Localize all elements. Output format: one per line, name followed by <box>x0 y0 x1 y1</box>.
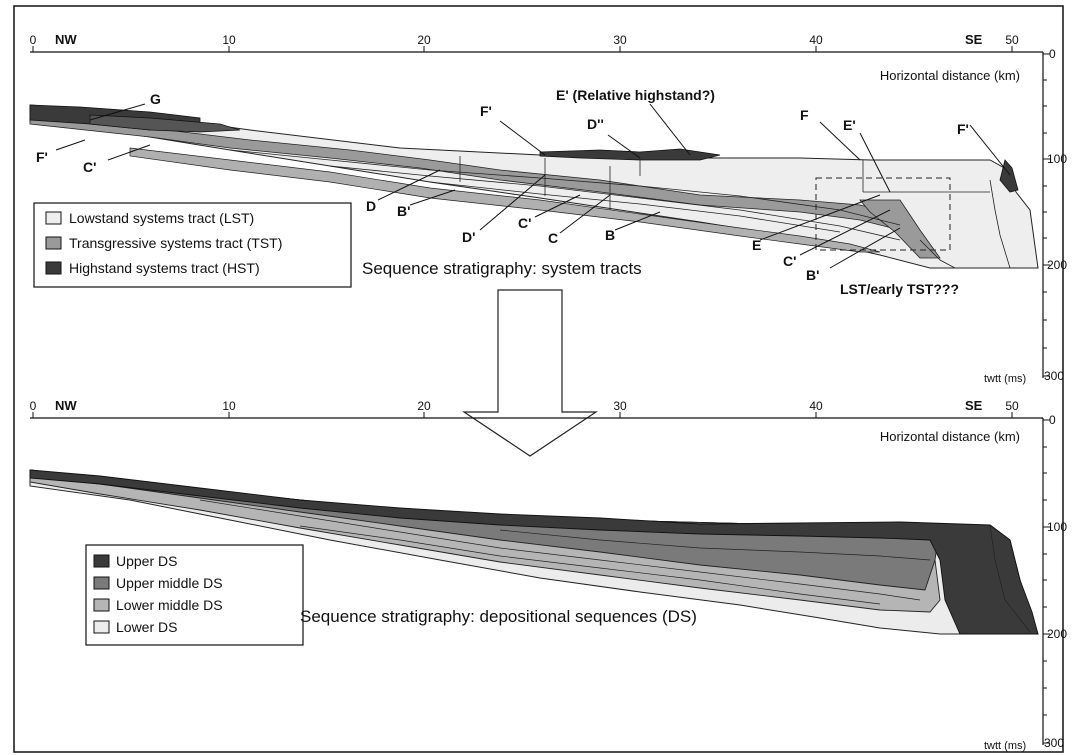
surface-label-c-prime: C' <box>518 215 531 231</box>
hst-band <box>89 114 241 133</box>
top-y-tick-label: 200 <box>1047 258 1067 272</box>
tst-band <box>129 147 881 253</box>
top-y-ticks <box>1043 53 1050 377</box>
surface-label-c-prime: C' <box>83 159 96 175</box>
top-x-tick-label: 40 <box>809 33 823 47</box>
legend-swatch-upper-ds <box>93 554 110 568</box>
legend-swatch-hst <box>45 261 62 275</box>
legend-label-upper-middle-ds: Upper middle DS <box>116 575 223 591</box>
hst-band <box>539 148 721 161</box>
surface-label-e-prime: E' <box>843 117 856 133</box>
legend-swatch-lower-middle-ds <box>93 598 110 612</box>
legend-label-tst: Transgressive systems tract (TST) <box>69 235 282 251</box>
surface-label-f-prime: F' <box>957 121 969 137</box>
top-y-tick-label: 300 <box>1044 369 1064 383</box>
surface-label-e-prime-note: E' (Relative highstand?) <box>556 87 715 103</box>
top-legend: Lowstand systems tract (LST) Transgressi… <box>33 202 352 288</box>
surface-label-c: C <box>548 230 558 246</box>
surface-label-d-prime: D' <box>462 229 475 245</box>
top-panel-title: Sequence stratigraphy: system tracts <box>362 259 642 278</box>
surface-label-lst-note: LST/early TST??? <box>840 281 959 297</box>
surface-label-g: G <box>150 91 161 107</box>
legend-label-lower-ds: Lower DS <box>116 619 177 635</box>
bottom-panel: 0 10 20 30 40 50 NW SE Horizontal distan… <box>29 398 1067 752</box>
top-x-tick-label: 0 <box>30 33 37 47</box>
bottom-y-tick-label: 300 <box>1044 736 1064 750</box>
bottom-x-tick-label: 10 <box>222 399 236 413</box>
top-legend-box <box>33 202 352 288</box>
bottom-cross-section <box>29 469 1039 635</box>
surface-label-f: F <box>800 107 809 123</box>
bottom-panel-title: Sequence stratigraphy: depositional sequ… <box>300 607 697 626</box>
surface-label-d-double-prime: D'' <box>587 116 604 132</box>
top-x-tick-label: 50 <box>1005 33 1019 47</box>
surface-label-b-prime: B' <box>806 267 819 283</box>
bottom-y-axis-title: twtt (ms) <box>984 740 1026 752</box>
top-nw-label: NW <box>55 32 77 47</box>
legend-label-upper-ds: Upper DS <box>116 553 177 569</box>
legend-label-lst: Lowstand systems tract (LST) <box>69 210 254 226</box>
bottom-x-tick-label: 20 <box>417 399 431 413</box>
surface-label-f-prime: F' <box>480 103 492 119</box>
top-leader-lines <box>55 103 1011 269</box>
bottom-x-ticks <box>32 412 1013 418</box>
bottom-y-tick-label: 200 <box>1047 627 1067 641</box>
top-y-tick-label: 0 <box>1049 47 1056 61</box>
legend-swatch-upper-middle-ds <box>93 576 110 590</box>
bottom-y-tick-label: 0 <box>1049 413 1056 427</box>
top-y-tick-label: 100 <box>1047 152 1067 166</box>
top-cross-section <box>29 104 1039 269</box>
bottom-se-label: SE <box>965 398 983 413</box>
surface-label-f-prime: F' <box>36 149 48 165</box>
bottom-nw-label: NW <box>55 398 77 413</box>
top-panel: 0 10 20 30 40 50 NW SE Horizontal distan… <box>29 32 1067 385</box>
bottom-x-tick-label: 40 <box>809 399 823 413</box>
surface-label-b: B <box>605 227 615 243</box>
top-x-tick-label: 30 <box>613 33 627 47</box>
bottom-x-tick-label: 30 <box>613 399 627 413</box>
bottom-x-tick-label: 0 <box>30 399 37 413</box>
bottom-surfaces <box>199 499 1031 633</box>
legend-swatch-lst <box>45 211 62 225</box>
top-y-axis-title: twtt (ms) <box>984 373 1026 385</box>
surface-label-b-prime: B' <box>397 203 410 219</box>
surface-label-e: E <box>752 237 761 253</box>
top-x-axis-title: Horizontal distance (km) <box>880 68 1020 83</box>
legend-swatch-lower-ds <box>93 620 110 634</box>
upper-ds-layer <box>29 469 1039 635</box>
zoom-box <box>815 177 951 251</box>
legend-label-lower-middle-ds: Lower middle DS <box>116 597 223 613</box>
bottom-legend-box <box>85 544 304 646</box>
bottom-y-ticks <box>1043 419 1050 744</box>
bottom-x-tick-label: 50 <box>1005 399 1019 413</box>
legend-label-hst: Highstand systems tract (HST) <box>69 260 260 276</box>
surface-label-d: D <box>366 198 376 214</box>
top-x-ticks <box>32 46 1013 52</box>
bottom-y-tick-label: 100 <box>1047 520 1067 534</box>
top-x-tick-label: 10 <box>222 33 236 47</box>
surface-label-c-prime: C' <box>783 253 796 269</box>
top-surfaces <box>229 149 1011 269</box>
top-se-label: SE <box>965 32 983 47</box>
down-arrow <box>462 289 598 457</box>
bottom-legend: Upper DS Upper middle DS Lower middle DS… <box>85 544 304 646</box>
bottom-x-axis-title: Horizontal distance (km) <box>880 429 1020 444</box>
top-x-tick-label: 20 <box>417 33 431 47</box>
legend-swatch-tst <box>45 236 62 250</box>
